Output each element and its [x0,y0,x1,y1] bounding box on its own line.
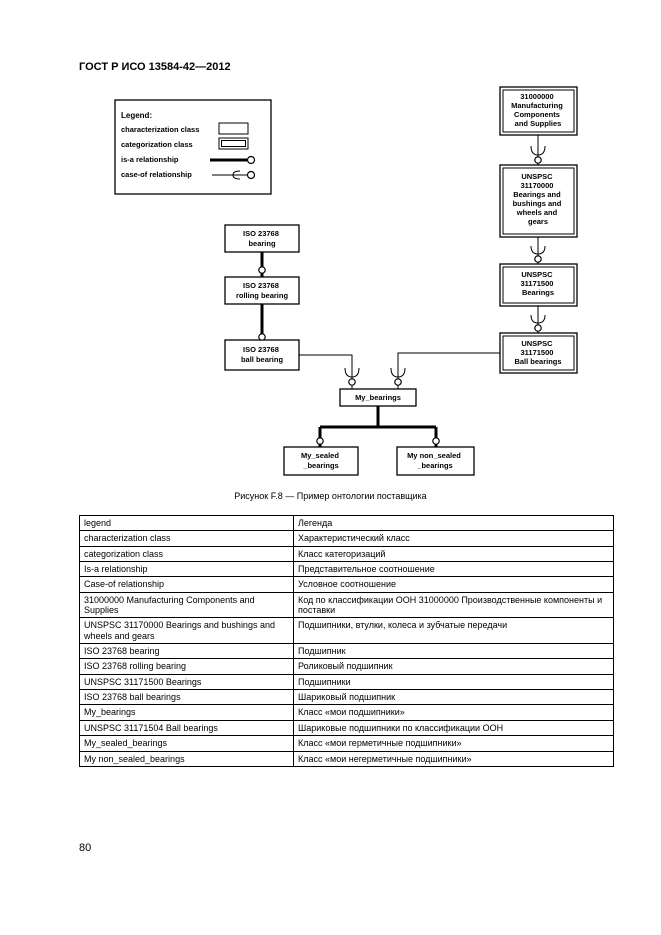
term-en: Is-a relationship [79,561,294,578]
table-row: UNSPSC 31170000 Bearings and bushings an… [79,617,614,645]
edge-case-of-unspsc-ball [397,352,500,389]
table-row: 31000000 Manufacturing Components and Su… [79,591,614,619]
document-header: ГОСТ Р ИСО 13584-42—2012 [79,61,231,73]
legend-box [114,99,272,195]
legend-label-characterization: characterization class [121,125,199,134]
edge-unspsc-3-fork [530,314,546,324]
term-ru: Класс «мои подшипники» [293,704,614,721]
term-en: UNSPSC 31171500 Bearings [79,673,294,691]
label-iso-rolling-bearing: ISO 23768 rolling bearing [236,281,289,300]
term-ru: Класс «мои герметичные подшипники» [293,735,614,752]
label-unspsc-31000000: 31000000 Manufacturing Components and Su… [511,92,565,128]
label-my-bearings: My_bearings [355,393,401,402]
node-unspsc-31171500-inner [502,266,575,304]
edge-is-a-ball-circle [258,333,266,341]
term-ru: Шариковые подшипники по классификации ОО… [293,719,614,737]
edge-case-of-iso-fork [344,367,360,378]
term-ru: Представительное соотношение [293,561,614,578]
term-en: 31000000 Manufacturing Components and Su… [79,591,294,619]
label-unspsc-31170000: UNSPSC 31170000 Bearings and bushings an… [513,172,564,226]
term-en: My_bearings [79,704,294,721]
term-en: My_sealed_bearings [79,735,294,752]
edge-case-of-iso-ball [299,354,353,389]
edge-unspsc-1-circle [534,156,542,164]
legend-label-case-of: case-of relationship [121,170,192,179]
term-en: ISO 23768 ball bearings [79,689,294,706]
label-my-sealed-bearings: My_sealed _bearings [301,451,341,470]
edge-unspsc-3-circle [534,324,542,332]
legend-case-of-fork [232,170,241,180]
legend-title: Legend: [121,111,152,120]
term-en: characterization class [79,530,294,547]
legend-label-is-a: is-a relationship [121,155,179,164]
term-ru: Легенда [293,514,614,532]
supplier-ontology-diagram: Legend: characterization class categoriz… [114,86,578,476]
page-number: 80 [79,842,92,854]
edge-is-a-non-sealed-circle [432,437,440,445]
figure-caption: Рисунок F.8 — Пример онтологии поставщик… [234,491,427,501]
node-unspsc-ball-bearings-inner [502,335,575,371]
legend-categorization-symbol-outer [218,137,249,150]
term-en: ISO 23768 rolling bearing [79,658,294,675]
term-ru: Класс «мои негерметичные подшипники» [293,750,614,767]
legend-is-a-circle [246,155,256,165]
node-unspsc-31170000-inner [502,167,575,235]
edge-is-a-rolling-circle [258,266,266,274]
term-en: UNSPSC 31170000 Bearings and bushings an… [79,617,294,645]
node-unspsc-31000000-inner [502,89,575,133]
label-iso-ball-bearing: ISO 23768 ball bearing [241,345,284,364]
edge-unspsc-1-fork [530,145,546,156]
term-ru: Код по классификации ООН 31000000 Произв… [293,591,614,619]
legend-label-categorization: categorization class [121,140,193,149]
edge-case-of-unspsc-circle [394,378,402,386]
edge-case-of-unspsc-fork [390,367,406,378]
term-en: legend [79,514,294,532]
term-en: ISO 23768 bearing [79,643,294,660]
edge-unspsc-2-circle [534,255,542,263]
legend-categorization-symbol-inner [221,140,246,147]
legend-case-of-circle [246,170,256,180]
term-en: My non_sealed_bearings [79,750,294,767]
term-en: categorization class [79,545,294,563]
label-iso-bearing: ISO 23768 bearing [243,229,281,248]
term-ru: Подшипники [293,673,614,691]
label-my-non-sealed-bearings: My non_sealed _bearings [407,451,463,470]
edge-case-of-iso-circle [348,378,356,386]
term-ru: Характеристический класс [293,530,614,547]
term-ru: Класс категоризаций [293,545,614,563]
term-ru: Шариковый подшипник [293,689,614,706]
term-ru: Подшипник [293,643,614,660]
term-en: Case-of relationship [79,576,294,593]
label-unspsc-31171500: UNSPSC 31171500 Bearings [520,270,555,297]
edge-unspsc-2-fork [530,245,546,255]
term-ru: Подшипники, втулки, колеса и зубчатые пе… [293,617,614,645]
legend-characterization-symbol [218,122,249,135]
edge-is-a-sealed-circle [316,437,324,445]
label-unspsc-ball-bearings: UNSPSC 31171500 Ball bearings [514,339,561,366]
term-ru: Роликовый подшипник [293,658,614,675]
term-en: UNSPSC 31171504 Ball bearings [79,719,294,737]
term-ru: Условное соотношение [293,576,614,593]
